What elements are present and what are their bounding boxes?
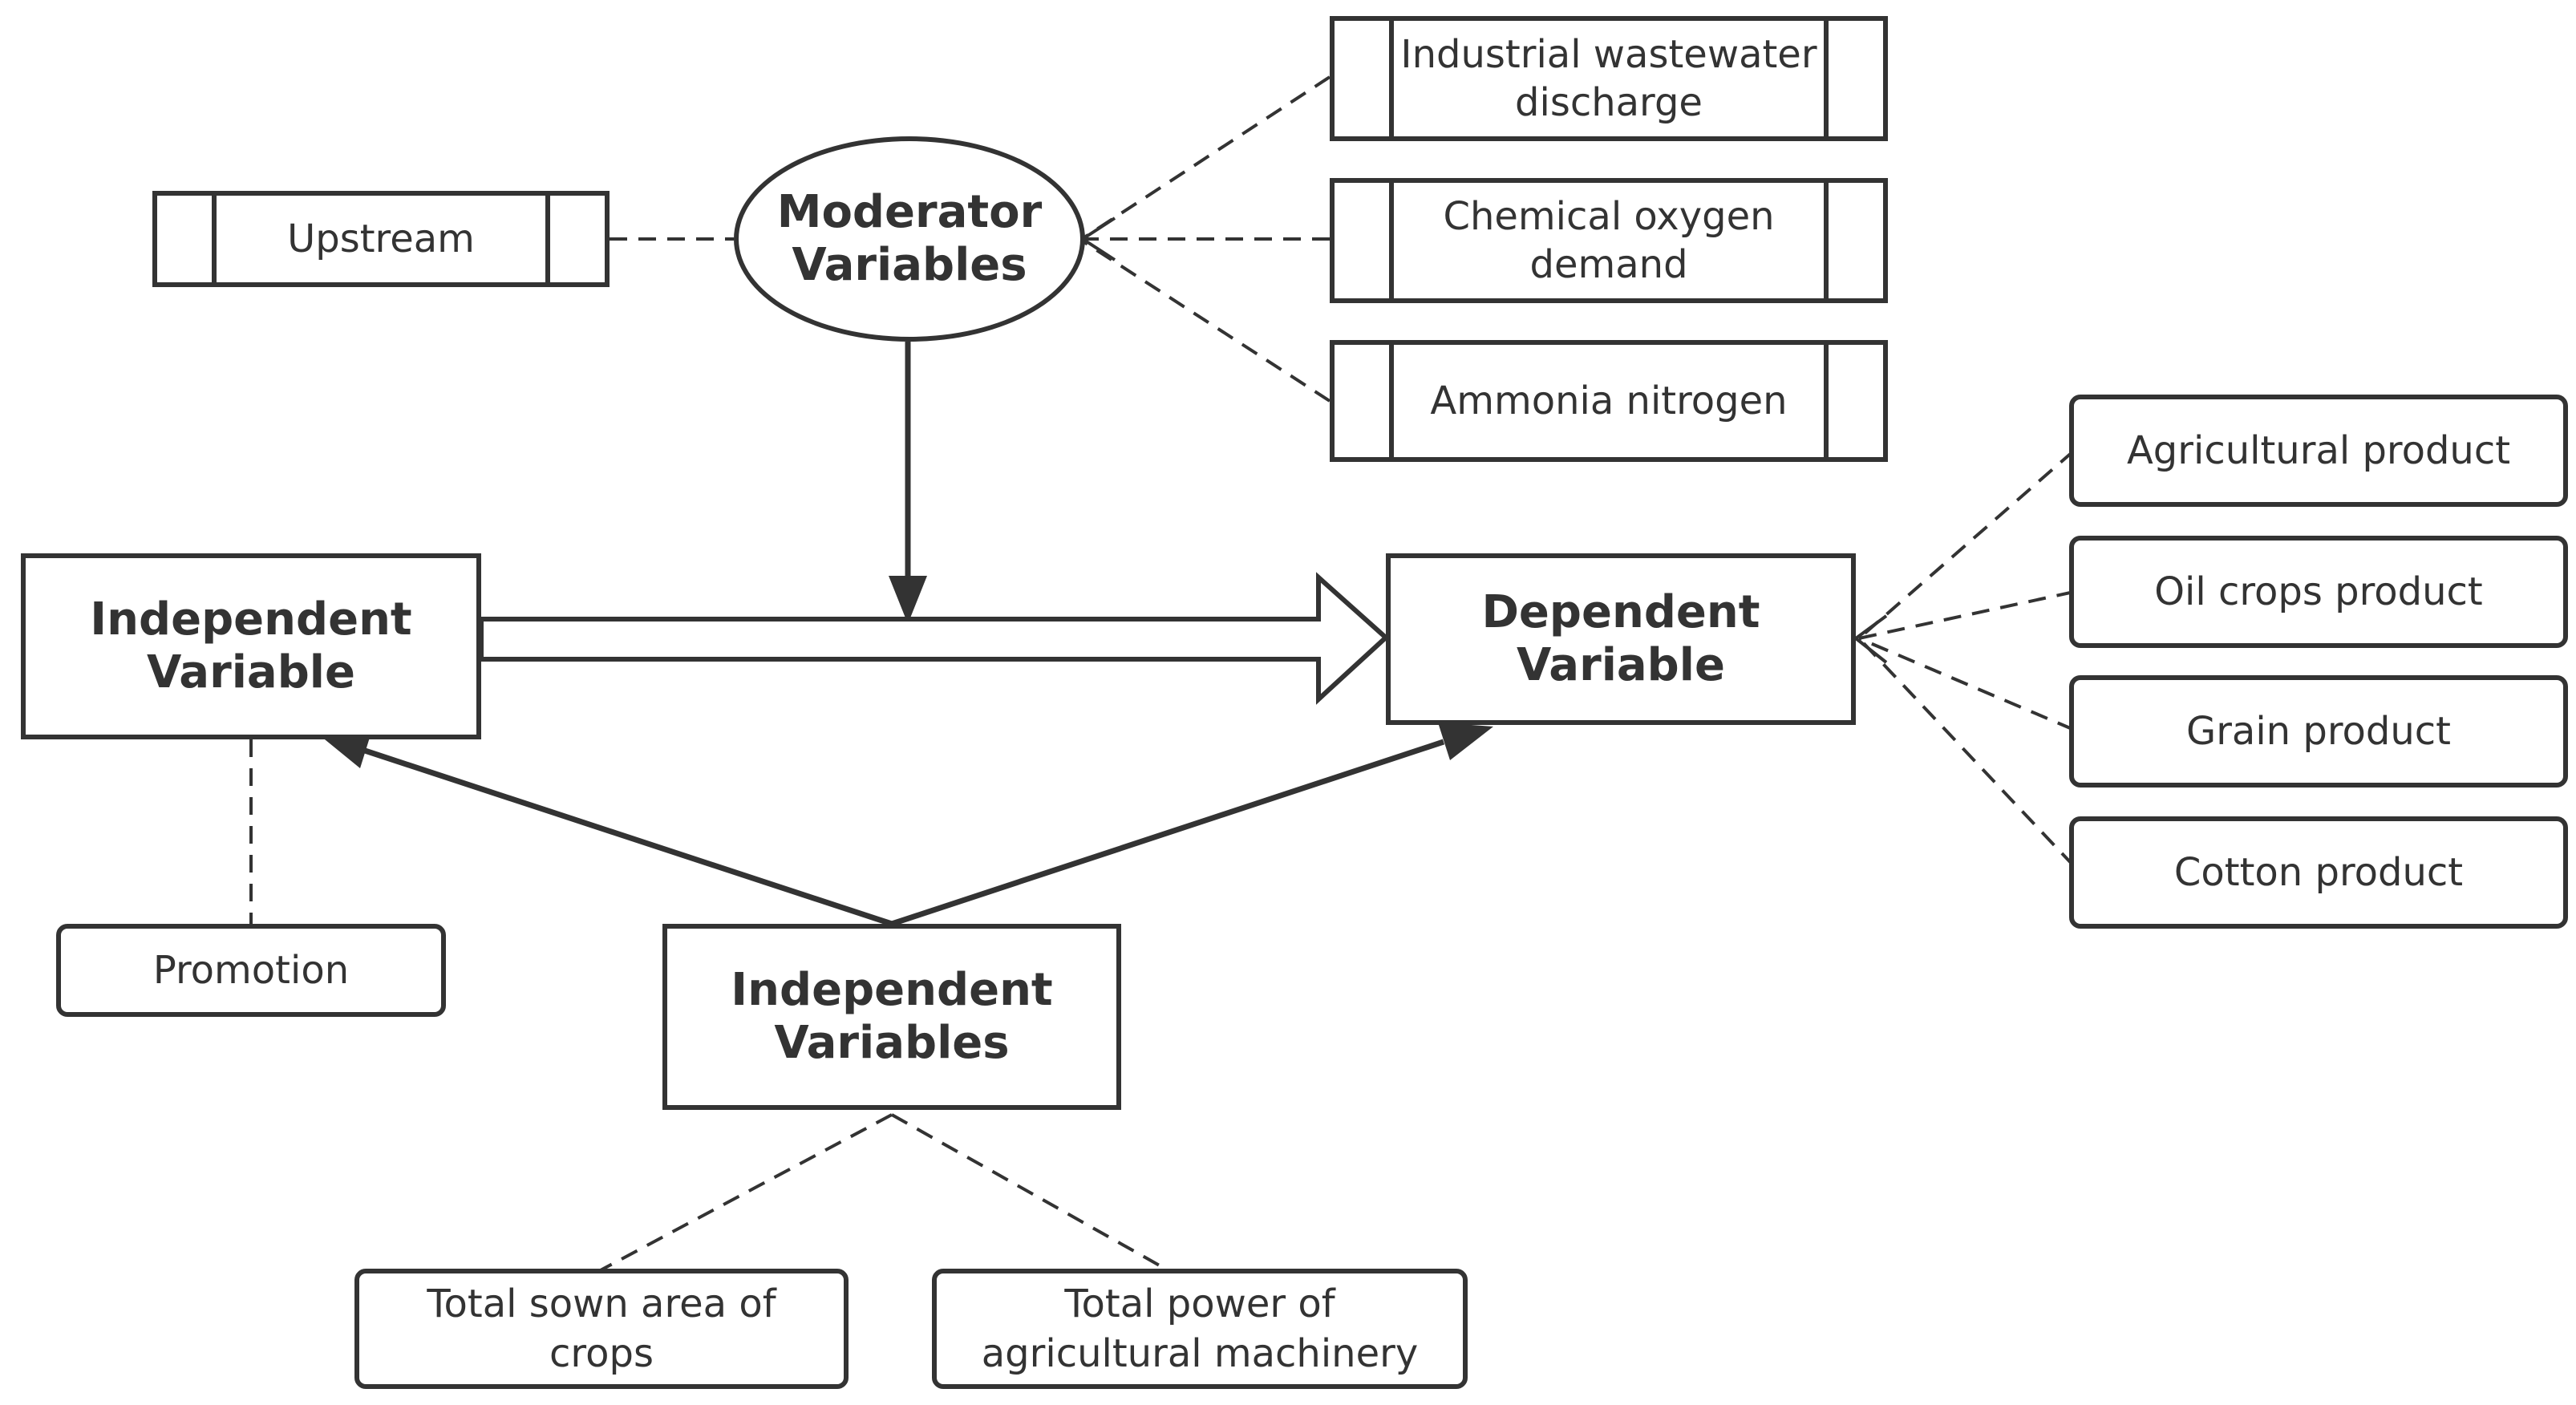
sown-area-label-line1: Total sown area of: [427, 1282, 776, 1326]
oil-crops-label: Oil crops product: [2154, 569, 2483, 614]
grain-label: Grain product: [2186, 709, 2451, 754]
dashed-link-agricultural: [1857, 449, 2076, 640]
arrowhead-dependent-variable: [1438, 723, 1493, 760]
process-bar-right: [545, 196, 550, 282]
process-bar-right: [1824, 345, 1829, 457]
dashed-link-wastewater: [1083, 75, 1331, 239]
moderator-item-cod: Chemical oxygen demand: [1330, 178, 1888, 303]
moderator-item-wastewater: Industrial wastewater discharge: [1330, 16, 1888, 141]
process-bar-right: [1824, 21, 1829, 136]
dashed-link-ammonia: [1083, 241, 1331, 403]
moderator-label-line1: Moderator: [776, 186, 1043, 238]
promotion-label: Promotion: [152, 948, 350, 993]
dashed-link-cotton: [1857, 637, 2076, 868]
ammonia-label: Ammonia nitrogen: [1430, 379, 1788, 423]
independent-variables-label-line2: Variables: [774, 1017, 1010, 1069]
wastewater-label-line2: discharge: [1515, 80, 1703, 125]
arrowhead-independent-variable: [321, 730, 372, 768]
cod-label-line1: Chemical oxygen: [1443, 194, 1775, 239]
main-hollow-arrow: [479, 572, 1390, 705]
process-bar-right: [1824, 183, 1829, 298]
dependent-item-grain: Grain product: [2069, 675, 2568, 788]
cod-label-line2: demand: [1529, 242, 1688, 287]
arrow-to-dependent-variable: [890, 739, 1445, 927]
independent-variables-node: Independent Variables: [662, 924, 1121, 1110]
arrow-to-independent-variable: [363, 747, 893, 927]
moderator-item-ammonia: Ammonia nitrogen: [1330, 340, 1888, 462]
process-bar-left: [1389, 345, 1394, 457]
dependent-variable-label-line2: Variable: [1517, 639, 1725, 691]
open-arrowhead-dependent: [1853, 614, 1888, 664]
dependent-variable-label-line1: Dependent: [1481, 586, 1760, 638]
moderator-label-line2: Variables: [792, 239, 1027, 291]
sown-area-label-line2: crops: [549, 1331, 654, 1376]
machinery-label-line1: Total power of: [1064, 1282, 1335, 1326]
process-bar-left: [212, 196, 217, 282]
cotton-label: Cotton product: [2173, 850, 2464, 895]
upstream-label: Upstream: [287, 217, 475, 261]
independent-variable-label-line2: Variable: [147, 646, 355, 698]
independent-item-sown-area: Total sown area of crops: [354, 1269, 849, 1389]
wastewater-label-line1: Industrial wastewater: [1400, 32, 1817, 77]
independent-variable-label-line1: Independent: [90, 593, 412, 646]
dashed-link-machinery: [891, 1113, 1172, 1273]
dashed-link-sown-area: [597, 1113, 893, 1273]
moderator-item-upstream: Upstream: [152, 191, 610, 287]
independent-item-machinery: Total power of agricultural machinery: [932, 1269, 1468, 1389]
dashed-link-grain: [1858, 637, 2075, 731]
agricultural-label: Agricultural product: [2126, 428, 2511, 473]
independent-variables-label-line1: Independent: [731, 964, 1053, 1016]
moderator-arrowhead: [889, 576, 927, 624]
dashed-link-oil: [1858, 590, 2075, 640]
moderator-variables-node: Moderator Variables: [734, 136, 1085, 342]
dependent-item-agricultural: Agricultural product: [2069, 395, 2568, 507]
process-bar-left: [1389, 21, 1394, 136]
independent-variable-node: Independent Variable: [21, 553, 481, 739]
machinery-label-line2: agricultural machinery: [981, 1331, 1419, 1376]
dependent-item-cotton: Cotton product: [2069, 816, 2568, 929]
promotion-node: Promotion: [56, 924, 446, 1017]
dependent-item-oil-crops: Oil crops product: [2069, 536, 2568, 648]
dependent-variable-node: Dependent Variable: [1386, 553, 1856, 725]
process-bar-left: [1389, 183, 1394, 298]
